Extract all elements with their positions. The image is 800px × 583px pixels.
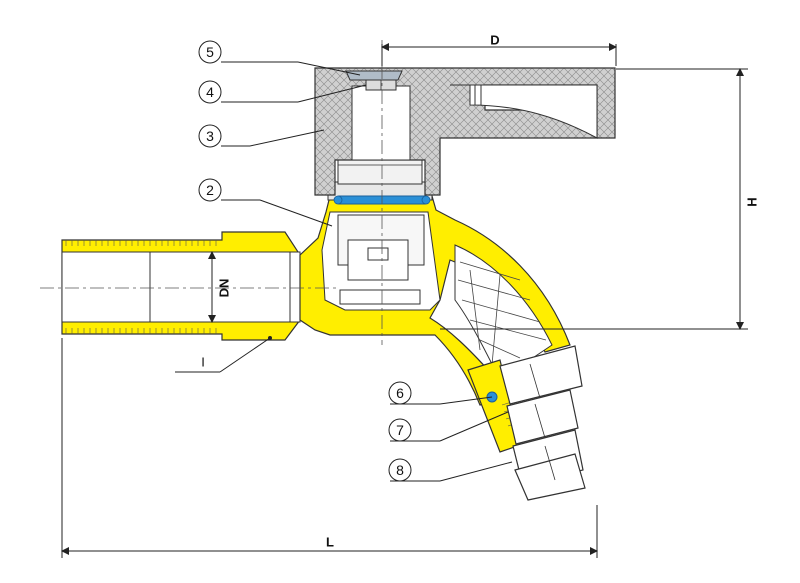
dimension-L (61, 338, 598, 558)
callout-6: 6 (388, 381, 493, 405)
callout-5: 5 (198, 40, 361, 76)
dimension-H (440, 68, 748, 330)
handle (314, 67, 616, 196)
callout-5-label: 5 (206, 44, 214, 60)
callout-2-label: 2 (206, 182, 214, 198)
callout-7: 7 (388, 411, 509, 442)
connector-nut-lower (514, 453, 586, 501)
inlet-pipe (61, 231, 301, 341)
thread-marks (65, 240, 217, 334)
callout-4-label: 4 (206, 84, 214, 100)
dim-label-i: I (201, 355, 205, 370)
callout-7-label: 7 (396, 422, 404, 438)
callout-3-label: 3 (206, 128, 214, 144)
dim-label-dn: DN (217, 279, 232, 298)
dimension-I (175, 336, 272, 373)
dim-label-h: H (745, 197, 760, 206)
callout-8: 8 (388, 458, 513, 482)
outlet-chamber (454, 244, 553, 381)
connector-nut-upper (499, 345, 583, 405)
center-lines (40, 40, 383, 345)
handle-cap (345, 70, 403, 81)
callout-8-label: 8 (396, 462, 404, 478)
callout-2: 2 (198, 178, 333, 227)
dim-label-d: D (490, 33, 499, 48)
dim-label-l: L (326, 535, 334, 550)
dimension-D (381, 43, 617, 66)
callout-4: 4 (198, 80, 367, 104)
hose-connector (467, 345, 586, 501)
inlet-bore (61, 251, 301, 323)
callout-3: 3 (198, 124, 325, 148)
callout-6-label: 6 (396, 385, 404, 401)
